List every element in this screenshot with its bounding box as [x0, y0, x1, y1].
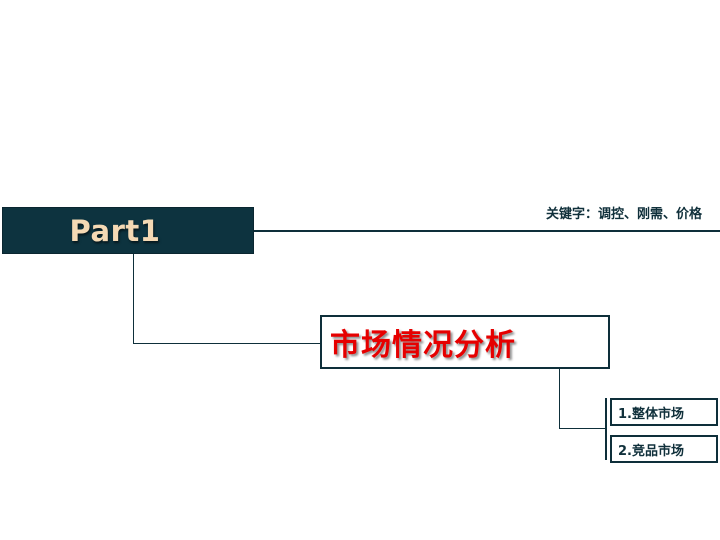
part-title: Part1 — [69, 213, 161, 248]
keywords-text: 关键字：调控、刚需、价格 — [545, 207, 702, 222]
connector-part-horizontal — [133, 343, 320, 344]
section-title: 市场情况分析 — [330, 328, 516, 363]
subsection-label: 1.整体市场 — [618, 406, 684, 422]
subsection-box-overall-market: 1.整体市场 — [610, 398, 718, 426]
header-rule-line — [254, 230, 720, 232]
subsection-box-competitor-market: 2.竞品市场 — [610, 435, 718, 463]
part-header-box: Part1 — [2, 207, 254, 254]
connector-section-horizontal — [559, 428, 606, 429]
section-box: 市场情况分析 — [320, 315, 610, 369]
connector-part-vertical — [133, 254, 134, 344]
bracket-subsections — [605, 398, 607, 460]
subsection-label: 2.竞品市场 — [618, 443, 684, 459]
connector-section-vertical — [559, 369, 560, 429]
